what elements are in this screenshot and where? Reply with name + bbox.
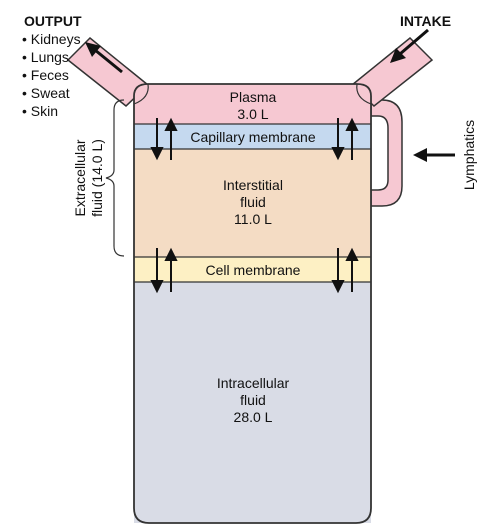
output-item-kidneys: • Kidneys (22, 31, 81, 47)
capillary-membrane-label: Capillary membrane (190, 129, 315, 145)
plasma-label: Plasma (230, 89, 277, 105)
output-item-feces: • Feces (22, 67, 69, 83)
cell-exchange-arrows (150, 247, 359, 294)
output-arrow (85, 42, 123, 74)
intake-arrow (390, 28, 429, 63)
capillary-exchange-arrows (150, 117, 359, 161)
interstitial-label-2: fluid (240, 194, 266, 210)
interstitial-volume: 11.0 L (234, 211, 272, 227)
intracellular-compartment (134, 282, 371, 523)
intracellular-label-1: Intracellular (217, 375, 290, 391)
interstitial-label-1: Interstitial (223, 177, 283, 193)
intake-title: INTAKE (400, 13, 451, 29)
cell-membrane-band (134, 257, 371, 282)
output-item-sweat: • Sweat (22, 85, 70, 101)
output-item-lungs: • Lungs (22, 49, 69, 65)
intracellular-label-2: fluid (240, 392, 266, 408)
interstitial-compartment (134, 149, 371, 257)
lymphatics-arrow (413, 148, 455, 162)
plasma-compartment (134, 84, 371, 124)
intracellular-volume: 28.0 L (234, 409, 273, 425)
output-title: OUTPUT (24, 13, 82, 29)
lymphatics-label: Lymphatics (461, 120, 477, 190)
extracellular-label-1: Extracellular (72, 139, 88, 216)
jug-outline (133, 83, 372, 524)
extracellular-label-2: fluid (14.0 L) (89, 139, 105, 217)
plasma-volume: 3.0 L (237, 106, 268, 122)
lymphatics-vessel (370, 99, 403, 207)
extracellular-bracket (105, 99, 125, 257)
output-item-skin: • Skin (22, 103, 58, 119)
cell-membrane-label: Cell membrane (206, 262, 301, 278)
